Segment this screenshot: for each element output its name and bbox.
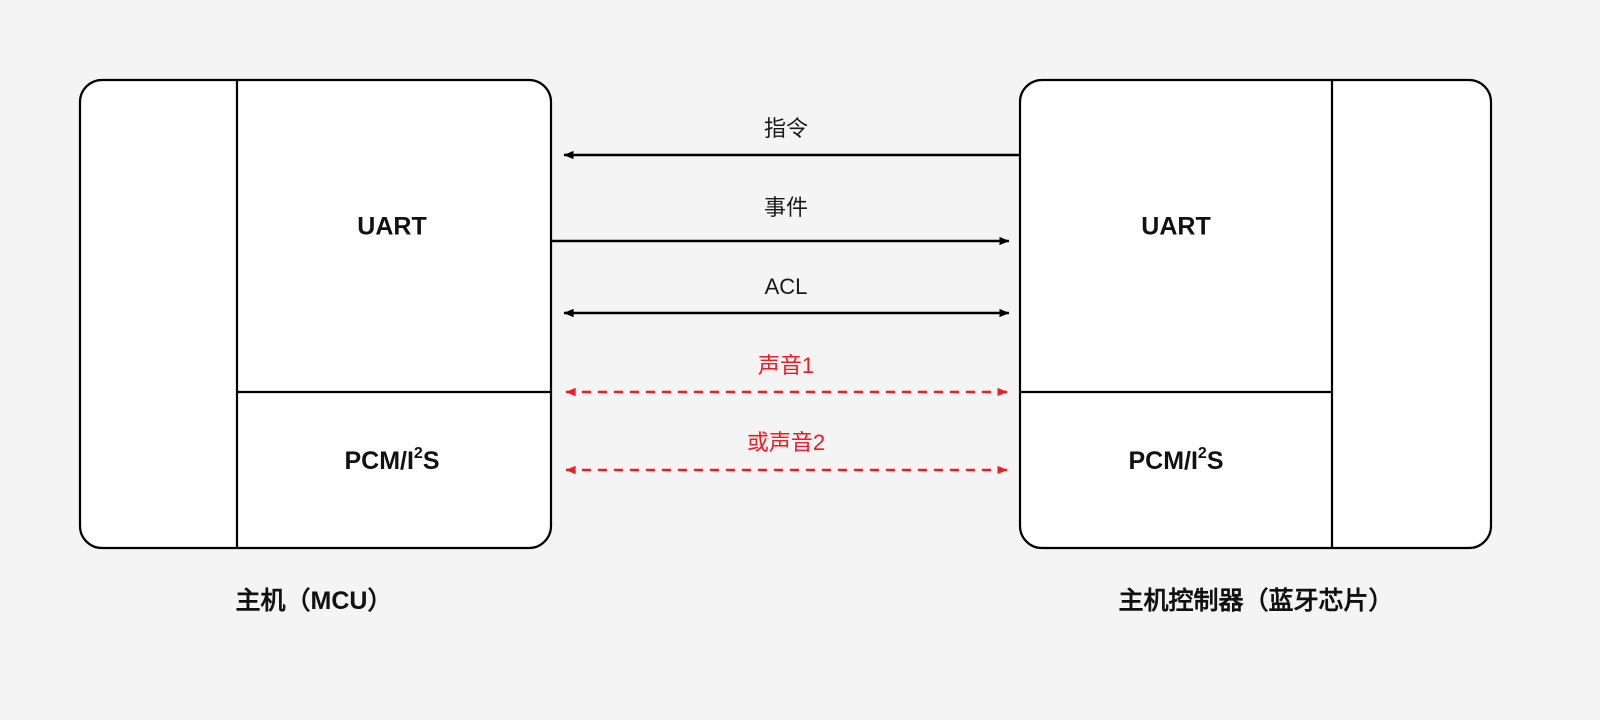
- left-block-caption: 主机（MCU）: [236, 586, 393, 615]
- right-uart-label: UART: [1141, 213, 1210, 241]
- flow-event-label: 事件: [764, 195, 808, 220]
- right-block-caption: 主机控制器（蓝牙芯片）: [1118, 586, 1393, 615]
- flow-audio-2-label: 或声音2: [747, 430, 825, 455]
- right-block-group: UART PCM/I2S: [1018, 78, 1493, 550]
- flow-acl-label: ACL: [765, 274, 808, 299]
- left-pcm-label-main: PCM/I: [344, 447, 413, 475]
- right-pcm-label-superscript: 2: [1198, 445, 1207, 462]
- left-block-outline: [78, 78, 553, 550]
- flow-command-label: 指令: [764, 116, 808, 141]
- flow-audio-1-label: 声音1: [758, 353, 814, 378]
- right-block-outline: [1018, 78, 1493, 550]
- right-pcm-i2s-label: PCM/I2S: [1128, 445, 1223, 474]
- flow-acl: ACL: [563, 274, 1010, 318]
- left-pcm-label-tail: S: [423, 447, 440, 475]
- flow-command: 指令: [563, 116, 1020, 160]
- left-block-group: UART PCM/I2S: [78, 78, 553, 550]
- flow-audio-1: 声音1: [565, 353, 1008, 397]
- flow-audio-2: 或声音2: [565, 430, 1008, 475]
- right-pcm-label-tail: S: [1207, 447, 1224, 475]
- left-pcm-i2s-label: PCM/I2S: [344, 445, 439, 474]
- right-pcm-label-main: PCM/I: [1128, 447, 1197, 475]
- left-uart-label: UART: [357, 213, 426, 241]
- flow-event: 事件: [552, 195, 1010, 246]
- left-pcm-label-superscript: 2: [414, 445, 423, 462]
